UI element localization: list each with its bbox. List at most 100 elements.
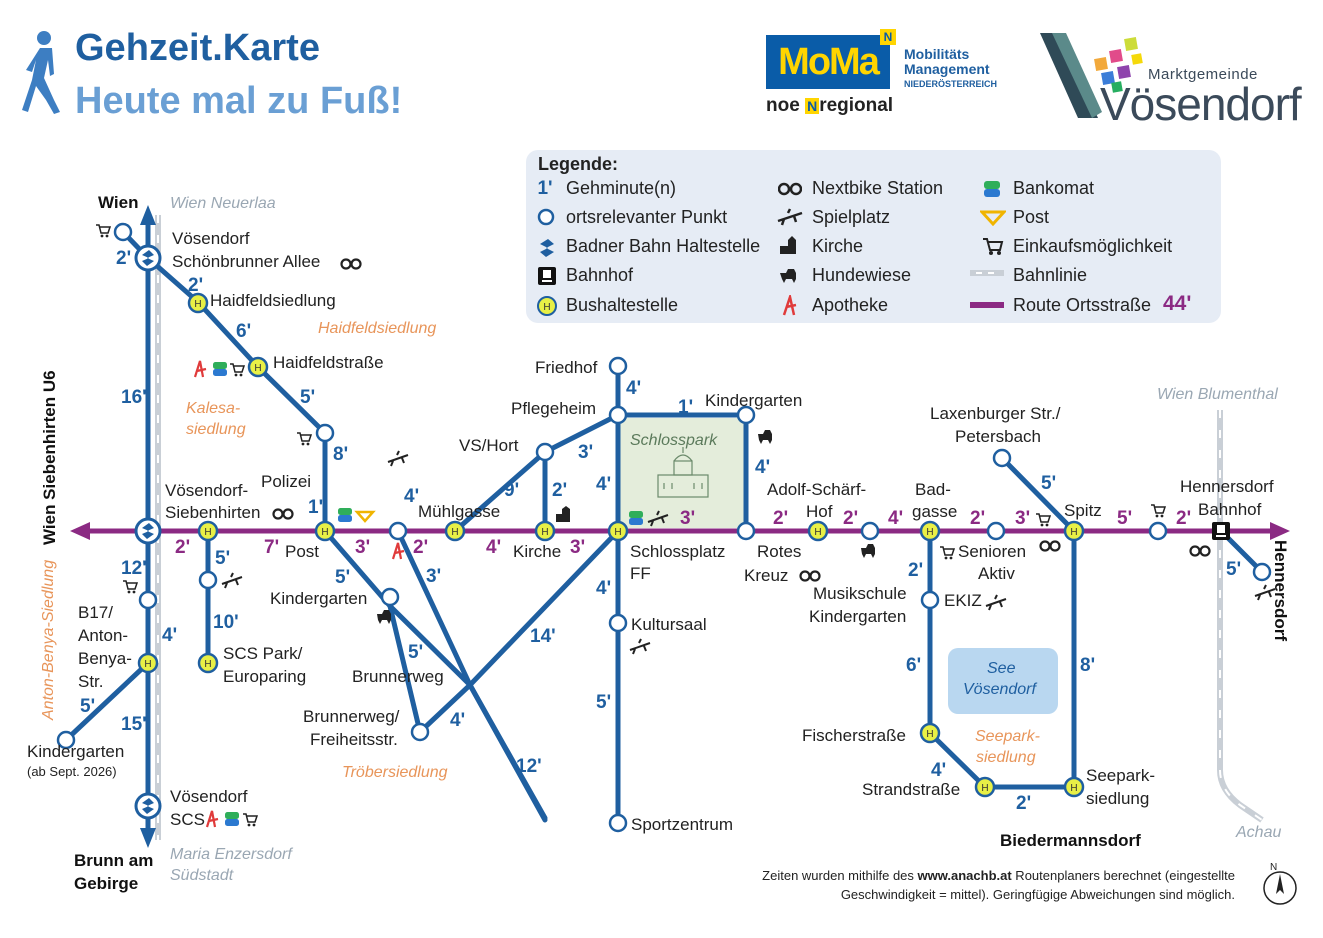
- place-label: Kreuz: [744, 566, 789, 585]
- legend-item-nextbike: Nextbike Station: [812, 178, 944, 198]
- place-label: Kultursaal: [631, 615, 707, 634]
- side-label: Anton-Benya-Siedlung: [40, 559, 57, 720]
- noe-regional-text: regional: [819, 95, 894, 116]
- place-label: Gebirge: [74, 874, 139, 893]
- place-label: B17/: [78, 603, 113, 622]
- minute-label: 2': [552, 480, 568, 501]
- place-label: Laxenburger Str./: [930, 404, 1061, 423]
- minute-label: 2': [908, 560, 924, 581]
- minute-label: 6': [236, 321, 252, 342]
- minute-label: 5': [1226, 559, 1242, 580]
- footer-line-1: Zeiten wurden mithilfe des www.anachb.at…: [640, 866, 1235, 885]
- compass-icon: N: [1263, 862, 1297, 905]
- place-label: VS/Hort: [459, 436, 519, 455]
- place-label: Biedermannsdorf: [1000, 831, 1141, 850]
- moma-n-badge: N: [880, 29, 896, 45]
- place-label: siedlung: [186, 421, 246, 438]
- map-subtitle: Heute mal zu Fuß!: [75, 80, 403, 122]
- minute-label: 3': [578, 442, 594, 463]
- place-label: Brunnerweg: [352, 667, 444, 686]
- dog-park-icon: [780, 269, 796, 283]
- badner-bahn-icon: [540, 239, 554, 257]
- minute-label: 4': [626, 378, 642, 399]
- minute-label: 6': [906, 655, 922, 676]
- legend-item-station: Bahnhof: [566, 265, 634, 285]
- minute-label: 3': [355, 537, 371, 558]
- legend-item-poi: ortsrelevanter Punkt: [566, 207, 728, 227]
- point-icon: [537, 208, 555, 226]
- minute-label: 2': [843, 508, 859, 529]
- minute-label: 4': [596, 578, 612, 599]
- atm-icon: [984, 181, 1000, 197]
- place-label: Anton-: [78, 626, 129, 645]
- route-total-minutes: 44': [1163, 292, 1192, 315]
- pedestrian-icon: [22, 31, 60, 114]
- place-label: Schlossplatz: [630, 542, 726, 561]
- church-icon: [780, 236, 796, 254]
- side-label: Hennersdorf: [1271, 540, 1290, 642]
- place-label: Siebenhirten: [165, 503, 261, 522]
- place-label: Tröbersiedlung: [342, 764, 448, 781]
- minute-label: 7': [264, 537, 280, 558]
- minute-label: 3': [680, 508, 696, 529]
- legend-item-route: Route Ortsstraße: [1013, 295, 1152, 315]
- minute-icon: 1': [537, 178, 553, 199]
- anachb-link[interactable]: www.anachb.at: [917, 868, 1012, 883]
- footer-note: Zeiten wurden mithilfe des www.anachb.at…: [640, 866, 1235, 904]
- minute-label: 5': [1117, 508, 1133, 529]
- minute-label: 15': [121, 714, 147, 735]
- minute-label: 4': [404, 486, 420, 507]
- place-label: Brunnerweg/: [303, 707, 400, 726]
- map-title: Gehzeit.Karte: [75, 27, 320, 69]
- place-label: Europaring: [223, 667, 307, 686]
- minute-label: 8': [1080, 655, 1096, 676]
- minute-label: 1': [678, 397, 694, 418]
- place-label: Südstadt: [170, 867, 234, 884]
- minute-label: 2': [1176, 508, 1192, 529]
- minute-label: 5': [80, 696, 96, 717]
- minute-label: 2': [188, 275, 204, 296]
- legend-item-railway: Bahnlinie: [1013, 265, 1088, 285]
- moma-description: Mobilitäts Management NIEDERÖSTERREICH: [904, 47, 997, 92]
- place-label: Haidfeldsiedlung: [318, 320, 437, 337]
- place-label: Kindergarten: [270, 589, 368, 608]
- place-label: Haidfeldsiedlung: [210, 291, 336, 310]
- minute-label: 3': [1015, 508, 1031, 529]
- minute-label: 2': [1016, 793, 1032, 814]
- legend-item-atm: Bankomat: [1013, 178, 1095, 198]
- moma-logo-text: MoMa: [778, 41, 880, 83]
- place-label: Vösendorf: [172, 229, 250, 248]
- municipality-name: Vösendorf: [1100, 78, 1302, 130]
- place-label: Post: [285, 542, 320, 561]
- place-label: Brunn am: [74, 851, 154, 870]
- place-label: Seepark-: [975, 728, 1040, 745]
- place-label: Str.: [78, 672, 104, 691]
- footer-suffix: Routenplaners berechnet (eingestellte: [1011, 868, 1235, 883]
- place-label: Hennersdorf: [1180, 477, 1274, 496]
- footer-line-2: Geschwindigkeit = mittel). Geringfügige …: [840, 887, 1235, 902]
- place-label: Haidfeldstraße: [273, 353, 384, 372]
- place-label: Bad-: [915, 480, 951, 499]
- nextbike-icon: [778, 182, 802, 196]
- place-label: Sportzentrum: [631, 815, 734, 834]
- footer-prefix: Zeiten wurden mithilfe des: [762, 868, 918, 883]
- schlosspark-area: [620, 418, 746, 528]
- minute-label: 2': [970, 508, 986, 529]
- minute-label: 3': [570, 537, 586, 558]
- svg-text:H: H: [543, 302, 550, 313]
- moma-text-3: NIEDERÖSTERREICH: [904, 79, 998, 89]
- place-label: Vösendorf-: [165, 481, 249, 500]
- minute-label: 5': [1041, 473, 1057, 494]
- legend-item-pharmacy: Apotheke: [812, 295, 889, 315]
- route-line-icon: [970, 302, 1004, 308]
- minute-label: 1': [308, 497, 324, 518]
- legend-item-post: Post: [1013, 207, 1050, 227]
- minute-label: 4': [596, 474, 612, 495]
- place-label: Musikschule: [813, 584, 907, 603]
- municipality-subtitle: Marktgemeinde: [1148, 66, 1258, 83]
- place-label: Kindergarten: [27, 742, 125, 761]
- minute-label: 2': [116, 248, 132, 269]
- place-label: Vösendorf: [170, 787, 248, 806]
- legend-item-shopping: Einkaufsmöglichkeit: [1013, 236, 1173, 256]
